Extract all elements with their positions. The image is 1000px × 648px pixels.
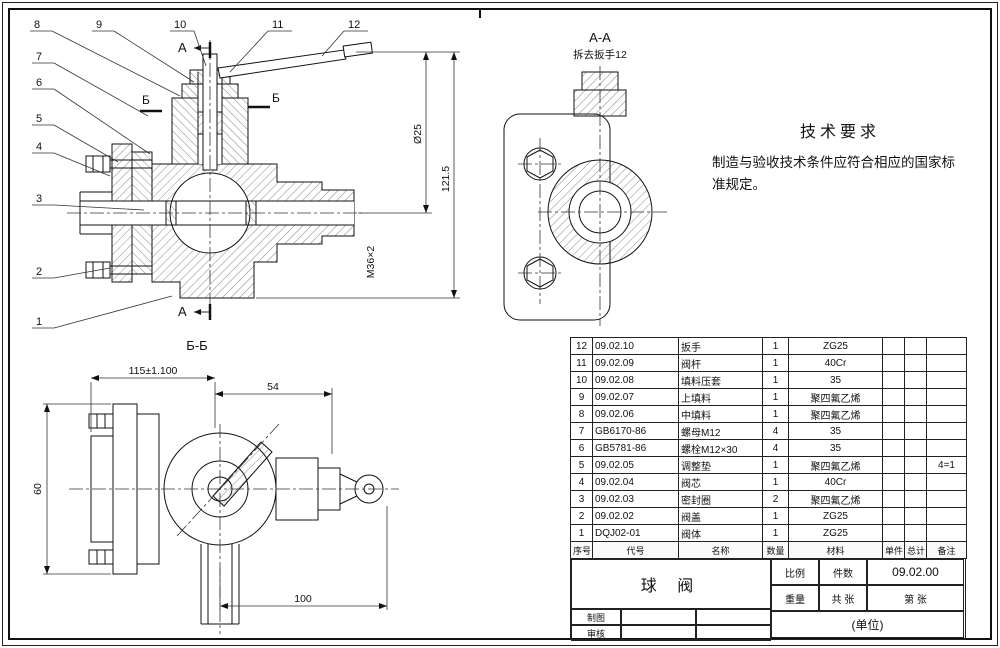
callout-11: 11 [272,19,283,31]
main-assembly-view: A A Б Б 1 2 3 4 5 6 7 8 [30,19,460,329]
aa-view-title: A-A [589,30,611,45]
callout-3: 3 [36,193,42,205]
title-block: 球 阀 制图 审核 比例 件数 09.02.00 重量 共 张 第 张 (单位) [570,558,966,641]
front-dimensions [256,51,460,299]
gland-left [189,69,204,85]
dimension-overall-height: 121.5 [440,166,452,192]
drawn-by-date [696,609,771,625]
callout-5: 5 [36,113,42,125]
dimension-100: 100 [294,593,312,605]
drawing-frame [8,8,992,640]
centering-mark [479,8,481,18]
callout-2: 2 [36,266,42,278]
cut-label-b-left: Б [142,93,150,107]
view-b-b: Б-Б [32,338,399,634]
checked-by-label: 审核 [571,625,621,641]
drawn-by-label: 制图 [571,609,621,625]
callout-8: 8 [34,19,40,31]
aa-centerlines [518,66,668,326]
callout-10: 10 [174,19,186,31]
callout-12: 12 [348,19,360,31]
tech-requirements-title: 技术要求 [799,124,880,141]
weight-label: 重量 [771,585,819,611]
callout-7: 7 [36,51,42,63]
sheet-number-label: 第 张 [867,585,964,611]
valve-handle [217,49,347,79]
drawn-by-name [621,609,696,625]
drawing-number: 09.02.00 [867,559,964,585]
drawing-title: 球 阀 [571,559,771,609]
bb-bottom-pipe [200,544,240,625]
section-label-a-bottom: A [178,304,187,319]
cut-label-b-right: Б [272,91,280,105]
callout-4: 4 [36,141,42,153]
checked-by-date [696,625,771,641]
bb-bolt-bottom [88,549,114,565]
handle-grip [342,41,373,58]
tech-requirements-body: 制造与验收技术条件应符合相应的国家标准规定。 [712,155,955,193]
section-marks-a [194,42,212,320]
callout-1: 1 [36,316,42,328]
checked-by-name [621,625,696,641]
section-label-a-top: A [178,40,187,55]
dimension-port-thread: M36×2 [365,246,377,279]
centerlines [67,40,367,320]
aa-view-note: 拆去扳手12 [573,48,627,61]
organization-unit: (单位) [771,611,964,638]
scale-label: 比例 [771,559,819,585]
bb-dimensions [43,375,388,610]
cut-plane-b-marks [140,105,270,113]
dimension-54: 54 [267,381,279,393]
dimension-60: 60 [32,483,44,495]
packing-right [216,111,223,135]
valve-geometry [79,41,373,299]
dimension-stem-height: Ø25 [412,124,424,144]
parts-table-header: 序号 代号 名称 数量 材料 单件 总计 备注 [570,541,967,559]
callout-leaders [30,30,368,329]
callout-9: 9 [96,19,102,31]
callout-6: 6 [36,77,42,89]
packing-left [197,111,204,135]
bb-view-title: Б-Б [186,338,207,353]
dimension-115: 115±1.100 [129,365,178,377]
section-view-a-a: A-A 拆去扳手12 [503,30,668,326]
bb-bolt-top [88,413,114,429]
tech-requirements: 技术要求 制造与验收技术条件应符合相应的国家标准规定。 [712,118,968,197]
sheets-total-label: 共 张 [819,585,867,611]
quantity-label: 件数 [819,559,867,585]
